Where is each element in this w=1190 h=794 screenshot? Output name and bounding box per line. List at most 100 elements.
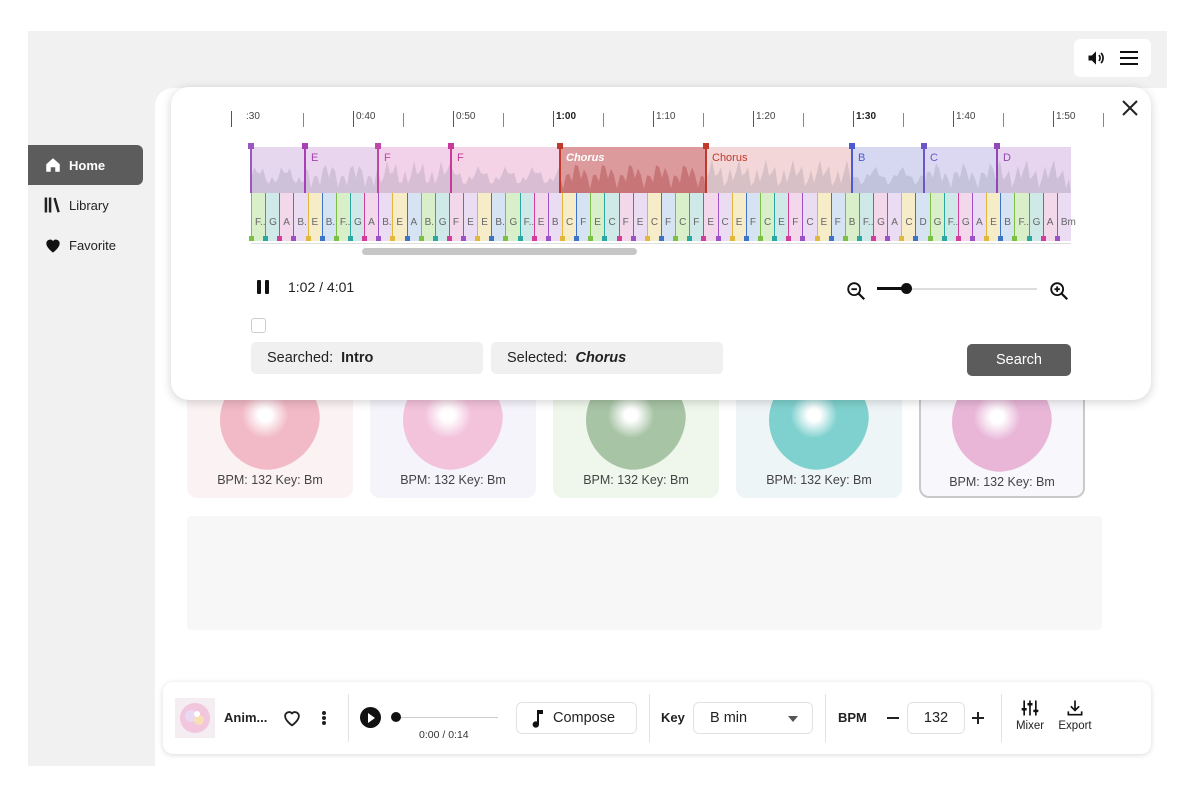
beat-segment[interactable]: F xyxy=(828,193,846,241)
section-block[interactable] xyxy=(248,143,305,193)
section-marker-handle[interactable] xyxy=(248,143,254,149)
section-block[interactable]: D xyxy=(994,143,1071,193)
beat-segment[interactable]: C xyxy=(673,193,690,241)
beat-segment[interactable]: E xyxy=(814,193,832,241)
beat-segment[interactable]: E xyxy=(390,193,407,241)
beat-segment[interactable]: F xyxy=(786,193,803,241)
heart-icon[interactable] xyxy=(281,707,303,729)
beat-segment[interactable]: B. xyxy=(489,193,506,241)
beat-segment[interactable]: Bm xyxy=(1054,193,1076,241)
beat-segment[interactable]: E xyxy=(305,193,323,241)
section-block-selected[interactable]: Chorus xyxy=(557,143,706,193)
more-options-icon[interactable] xyxy=(317,707,331,729)
section-marker[interactable] xyxy=(250,143,252,193)
beat-segment[interactable]: C xyxy=(800,193,817,241)
beat-segment[interactable]: A xyxy=(404,193,422,241)
beat-segment[interactable]: D xyxy=(913,193,931,241)
menu-icon[interactable] xyxy=(1118,47,1140,69)
beat-segment[interactable]: G xyxy=(432,193,450,241)
beat-segment[interactable]: C xyxy=(560,193,577,241)
zoom-slider[interactable] xyxy=(877,283,1037,294)
section-marker-handle[interactable] xyxy=(703,143,709,149)
beat-segment[interactable]: F... xyxy=(1012,193,1032,241)
song-title[interactable]: Anim... xyxy=(224,710,268,725)
zoom-in-icon[interactable] xyxy=(1048,280,1070,302)
beat-segment[interactable]: C xyxy=(602,193,620,241)
section-marker-handle[interactable] xyxy=(448,143,454,149)
beat-segment[interactable]: E xyxy=(475,193,492,241)
section-block[interactable]: B xyxy=(849,143,924,193)
beat-segment[interactable]: G xyxy=(347,193,365,241)
section-marker-handle[interactable] xyxy=(994,143,1000,149)
key-select[interactable]: B min xyxy=(693,702,813,734)
section-marker[interactable] xyxy=(705,143,707,193)
beat-segment[interactable]: A xyxy=(1040,193,1058,241)
beat-segment[interactable]: E xyxy=(701,193,719,241)
beat-segment[interactable]: B. xyxy=(376,193,393,241)
progress-knob[interactable] xyxy=(391,712,401,722)
beat-segment[interactable]: A xyxy=(885,193,902,241)
beat-segment[interactable]: B xyxy=(842,193,860,241)
bpm-increase-button[interactable] xyxy=(969,707,987,729)
section-block[interactable]: F xyxy=(448,143,560,193)
section-marker[interactable] xyxy=(377,143,379,193)
close-icon[interactable] xyxy=(1119,97,1141,119)
bpm-decrease-button[interactable] xyxy=(884,707,902,729)
section-marker-handle[interactable] xyxy=(375,143,381,149)
beat-segment[interactable]: G xyxy=(927,193,945,241)
beat-segment[interactable]: C xyxy=(757,193,775,241)
beat-segment[interactable]: A xyxy=(362,193,379,241)
beat-segment[interactable]: F... xyxy=(856,193,876,241)
beat-segment[interactable]: B. xyxy=(418,193,436,241)
search-button[interactable]: Search xyxy=(967,344,1071,376)
volume-icon[interactable] xyxy=(1085,47,1107,69)
pause-button[interactable] xyxy=(255,279,271,295)
section-block[interactable]: Chorus xyxy=(703,143,852,193)
beat-segment[interactable]: E xyxy=(772,193,789,241)
section-marker-handle[interactable] xyxy=(302,143,308,149)
section-marker[interactable] xyxy=(923,143,925,193)
beat-segment[interactable]: F... xyxy=(517,193,537,241)
play-button[interactable] xyxy=(360,707,381,728)
section-block[interactable]: E xyxy=(302,143,378,193)
beat-segment[interactable]: G xyxy=(263,193,280,241)
beat-segment[interactable]: A xyxy=(970,193,987,241)
bpm-input[interactable]: 132 xyxy=(907,702,965,734)
zoom-out-icon[interactable] xyxy=(845,280,867,302)
beat-segment[interactable]: F xyxy=(446,193,464,241)
beat-segment[interactable]: F xyxy=(743,193,761,241)
beat-segment[interactable]: G xyxy=(503,193,521,241)
beat-segment[interactable]: E xyxy=(630,193,648,241)
beat-segment[interactable]: B xyxy=(998,193,1015,241)
section-marker[interactable] xyxy=(851,143,853,193)
beat-segment[interactable]: F... xyxy=(941,193,961,241)
section-marker-handle[interactable] xyxy=(849,143,855,149)
beat-segment[interactable]: E xyxy=(588,193,605,241)
beat-segment[interactable]: E xyxy=(984,193,1001,241)
beat-segment[interactable]: G xyxy=(955,193,973,241)
beat-segment[interactable]: G xyxy=(1026,193,1044,241)
progress-track[interactable] xyxy=(396,717,498,718)
album-art[interactable] xyxy=(175,698,215,738)
option-checkbox[interactable] xyxy=(251,318,266,333)
beat-segment[interactable]: E xyxy=(461,193,478,241)
beat-segment[interactable]: F xyxy=(687,193,704,241)
section-marker[interactable] xyxy=(996,143,998,193)
section-marker[interactable] xyxy=(559,143,561,193)
beat-segment[interactable]: E xyxy=(729,193,747,241)
section-block[interactable]: F xyxy=(375,143,451,193)
scrollbar-thumb[interactable] xyxy=(362,248,637,255)
beat-segment[interactable]: F xyxy=(574,193,591,241)
section-marker[interactable] xyxy=(450,143,452,193)
mixer-button[interactable]: Mixer xyxy=(1008,698,1052,738)
beat-segment[interactable]: C xyxy=(715,193,733,241)
export-button[interactable]: Export xyxy=(1053,698,1097,738)
sidebar-item-library[interactable]: Library xyxy=(28,185,143,225)
beat-segment[interactable]: C xyxy=(899,193,916,241)
beat-segment[interactable]: A xyxy=(277,193,294,241)
zoom-slider-knob[interactable] xyxy=(901,283,912,294)
section-block[interactable]: C xyxy=(921,143,997,193)
beat-segment[interactable]: E xyxy=(531,193,549,241)
beat-segment[interactable]: F xyxy=(616,193,634,241)
